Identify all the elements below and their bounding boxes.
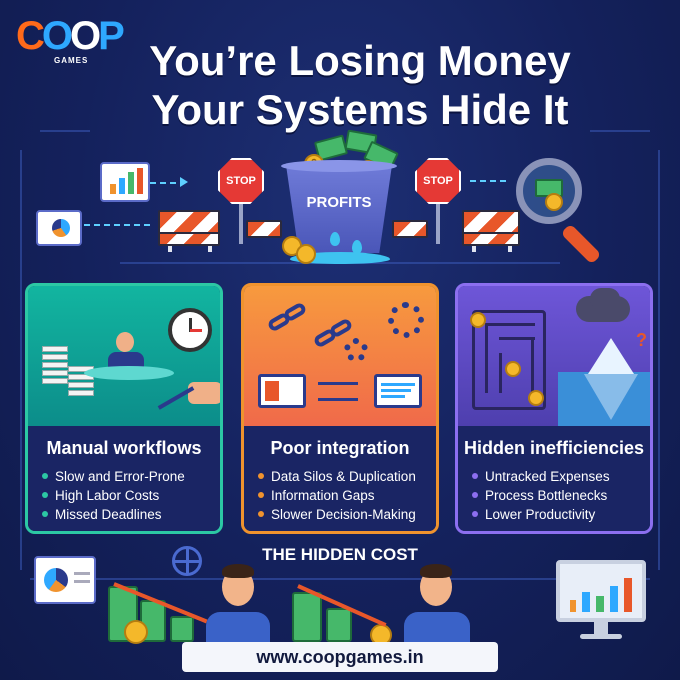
flow-arrow	[84, 224, 154, 226]
card-illustration	[28, 286, 220, 426]
monitor-base	[580, 634, 622, 639]
list-item: Information Gaps	[258, 488, 416, 507]
cash-icon	[326, 608, 352, 642]
person-hair	[420, 564, 452, 578]
road-barrier	[392, 220, 428, 238]
flow-arrow	[470, 180, 510, 182]
card-hidden-inefficiencies: ? Hidden inefficiencies Untracked Expens…	[455, 283, 653, 534]
coin-icon	[124, 620, 148, 644]
card-list: Slow and Error-Prone High Labor Costs Mi…	[42, 469, 185, 526]
maze-icon	[472, 310, 546, 410]
bar-chart-icon	[100, 162, 150, 202]
flow-arrow	[150, 182, 180, 184]
list-item: Data Silos & Duplication	[258, 469, 416, 488]
iceberg-icon	[588, 338, 634, 374]
drowning-person-icon	[116, 332, 134, 352]
card-body: Hidden inefficiencies Untracked Expenses…	[458, 426, 650, 531]
flow-arrow-head	[180, 177, 188, 187]
list-item: Process Bottlenecks	[472, 488, 610, 507]
water-drop-icon	[352, 240, 362, 254]
bucket-label: PROFITS	[306, 194, 372, 211]
stop-sign-pole	[239, 200, 243, 244]
sea	[558, 372, 650, 426]
gear-icon	[344, 338, 368, 362]
logo-letters: COOP	[16, 14, 125, 58]
headline-line-1: You’re Losing Money	[149, 37, 571, 84]
card-poor-integration: Poor integration Data Silos & Duplicatio…	[241, 283, 439, 534]
coin-icon	[470, 312, 486, 328]
list-item: Slower Decision-Making	[258, 507, 416, 526]
card-title: Poor integration	[270, 438, 410, 458]
bucket-rim	[281, 160, 397, 172]
logo-wordmark: COOP	[16, 14, 125, 59]
pie-chart-icon	[36, 210, 82, 246]
gear-icon	[388, 302, 424, 338]
person-hair	[222, 564, 254, 578]
road-barrier	[158, 232, 220, 246]
magnifier-handle	[560, 223, 602, 265]
road-barrier	[462, 232, 520, 246]
list-item: Untracked Expenses	[472, 469, 610, 488]
cash-icon	[170, 616, 194, 642]
list-item: High Labor Costs	[42, 488, 185, 507]
circuit-line	[590, 130, 650, 132]
road-barrier	[246, 220, 282, 238]
monitor-stand	[594, 622, 608, 636]
card-illustration: ?	[458, 286, 650, 426]
card-body: Manual workflows Slow and Error-Prone Hi…	[28, 426, 220, 531]
card-illustration	[244, 286, 436, 426]
globe-icon	[172, 546, 202, 576]
cash-icon	[292, 592, 322, 642]
storm-cloud-icon	[590, 288, 620, 310]
list-item: Slow and Error-Prone	[42, 469, 185, 488]
list-item: Missed Deadlines	[42, 507, 185, 526]
card-body: Poor integration Data Silos & Duplicatio…	[244, 426, 436, 531]
water-drop-icon	[330, 232, 340, 246]
circuit-line	[40, 130, 90, 132]
website-url[interactable]: www.coopgames.in	[182, 642, 498, 672]
coop-games-logo: COOP GAMES	[16, 14, 125, 70]
clock-icon	[168, 308, 212, 352]
logo-subtitle: GAMES	[54, 56, 89, 65]
pie-chart-icon	[34, 556, 96, 604]
circuit-line	[30, 578, 650, 580]
monitor-icon	[556, 560, 646, 622]
list-item: Lower Productivity	[472, 507, 610, 526]
chain-link-icon	[282, 301, 308, 323]
stop-sign-pole	[436, 200, 440, 244]
magnifier-icon	[516, 158, 582, 224]
card-manual-workflows: Manual workflows Slow and Error-Prone Hi…	[25, 283, 223, 534]
section-title-hidden-cost: THE HIDDEN COST	[262, 545, 418, 564]
circuit-line	[20, 150, 22, 570]
circuit-line	[658, 150, 660, 570]
card-list: Untracked Expenses Process Bottlenecks L…	[472, 469, 610, 526]
stop-sign-icon: STOP	[218, 158, 264, 204]
card-title: Manual workflows	[46, 438, 202, 458]
stop-sign-icon: STOP	[415, 158, 461, 204]
coin-icon	[296, 244, 316, 264]
monitor-icon	[374, 374, 422, 408]
monitor-icon	[258, 374, 306, 408]
card-title: Hidden inefficiencies	[463, 438, 645, 458]
chain-link-icon	[328, 317, 354, 339]
card-list: Data Silos & Duplication Information Gap…	[258, 469, 416, 526]
headline-line-2: Your Systems Hide It	[151, 86, 569, 133]
coin-icon	[528, 390, 544, 406]
